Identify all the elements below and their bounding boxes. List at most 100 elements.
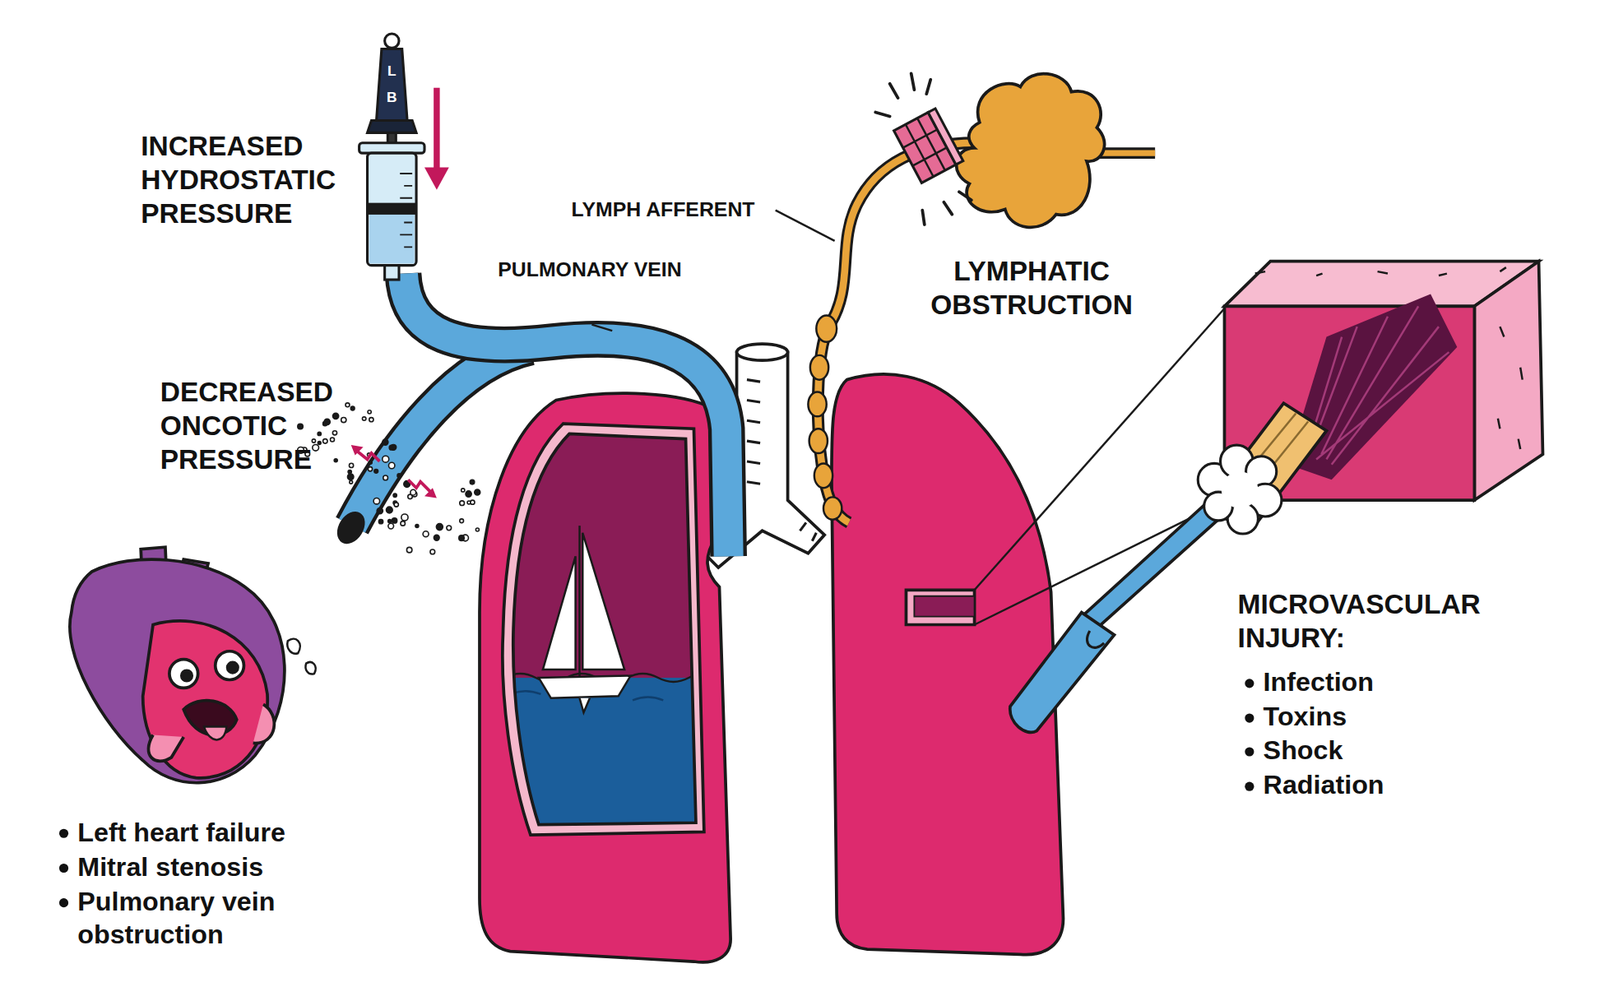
pulmonary-vein-part [352, 347, 531, 526]
heart-part [305, 662, 316, 674]
syringe-part [399, 173, 413, 247]
heart [69, 547, 316, 784]
heart-part [181, 670, 192, 681]
pulmonary-vein-part [591, 324, 613, 331]
bullet-dot [1244, 782, 1254, 792]
oncotic-dots-part [465, 491, 472, 497]
trachea-part [737, 343, 789, 361]
oncotic-dots-part [430, 549, 436, 555]
oncotic-dots-part [341, 417, 347, 423]
bullet-dot [1244, 678, 1254, 688]
down-arrow [424, 88, 450, 191]
oncotic-arrows-part [357, 451, 380, 462]
list-item: Radiation [1263, 769, 1489, 803]
bullet-dot [1244, 746, 1254, 756]
sailboat-part [542, 556, 576, 670]
heart-part [69, 559, 285, 784]
oncotic-dots-part [373, 497, 380, 504]
syringe-part [359, 143, 425, 154]
oncotic-dots-part [397, 473, 402, 478]
oncotic-dots-part [475, 528, 479, 532]
pulmonary-vein-part [403, 273, 729, 557]
right-lung-part [905, 589, 974, 625]
weight-letter: L [383, 63, 400, 78]
list-item: Infection [1263, 666, 1489, 699]
part-label: PULMONARY VEIN [497, 257, 733, 283]
lymph-node-part [817, 143, 974, 524]
oncotic-dots-part [349, 480, 353, 484]
oncotic-dots-part [459, 500, 465, 506]
oncotic-dots-part [345, 403, 350, 408]
bullet-dot [59, 898, 69, 908]
oncotic-arrows [351, 445, 437, 499]
sailboat-part [538, 676, 631, 699]
list-item: Shock [1263, 735, 1489, 768]
heart-part [253, 704, 275, 743]
oncotic-dots-part [312, 444, 320, 451]
right-lung-part [913, 596, 974, 617]
oncotic-dots-part [382, 455, 390, 463]
oncotic-dots-part [382, 439, 389, 446]
heart-part [204, 727, 227, 741]
oncotic-dots-part [393, 493, 397, 497]
oncotic-dots-part [422, 531, 429, 538]
bullet-dot [59, 863, 69, 873]
tissue-block-part [1474, 261, 1543, 501]
gun-part-part [1221, 471, 1259, 509]
sailboat-part [579, 698, 590, 713]
oncotic-dots-part [470, 500, 475, 505]
weight-part [384, 33, 399, 48]
oncotic-dots-part [367, 467, 372, 472]
heart-part [215, 651, 245, 681]
oncotic-dots-part [347, 469, 352, 474]
heading-label: DECREASED ONCOTIC PRESSURE [160, 375, 343, 478]
oncotic-dots-part [388, 462, 395, 469]
lymph-node [807, 74, 1155, 524]
oncotic-dots-part [388, 519, 392, 524]
lymph-node-part-part [823, 496, 842, 520]
oncotic-dots-part [332, 431, 337, 436]
oncotic-dots-part [410, 489, 417, 496]
list-item: Mitral stenosis [77, 851, 384, 884]
oncotic-dots-part [415, 524, 419, 529]
pulmonary-vein [331, 273, 729, 557]
right-lung [831, 374, 1064, 956]
gun-part [1204, 403, 1327, 531]
oncotic-dots-part [317, 431, 321, 436]
oncotic-dots-part [324, 418, 330, 425]
pulmonary-vein-part [331, 506, 372, 550]
weight-part [367, 120, 418, 133]
syringe-part [369, 212, 415, 264]
tissue-block [1224, 261, 1543, 501]
oncotic-dots-part [348, 463, 353, 468]
down-arrow-part [433, 88, 440, 172]
syringe-part [369, 204, 415, 214]
oncotic-dots-part [378, 519, 383, 525]
heart-part [148, 735, 184, 762]
lymph-node-part-part [810, 355, 829, 381]
oncotic-dots-part [400, 521, 405, 526]
oncotic-dots-part [330, 437, 335, 442]
oncotic-dots-part [406, 547, 412, 552]
lymph-node-part-part [807, 392, 826, 418]
sailboat-part [582, 533, 625, 670]
oncotic-dots-part [446, 525, 452, 531]
oncotic-dots-part [347, 473, 353, 480]
oncotic-dots-part [369, 417, 374, 423]
gun-part [1010, 612, 1115, 733]
oncotic-dots-part [367, 410, 372, 414]
weight [367, 33, 418, 133]
obstruction-block [894, 108, 964, 183]
oncotic-dots-part [311, 439, 316, 443]
oncotic-arrows-part [351, 445, 364, 455]
oncotic-dots-part [401, 514, 409, 521]
lymph-node-part-part [814, 463, 833, 488]
oncotic-dots-part [350, 406, 355, 411]
oncotic-dots-part [374, 468, 379, 474]
lymph-node-part-part [816, 315, 837, 342]
oncotic-dots-part [391, 518, 397, 524]
left-lung-part [513, 433, 696, 825]
obstruction-block-part [927, 108, 964, 165]
oncotic-dots-part [323, 439, 328, 444]
